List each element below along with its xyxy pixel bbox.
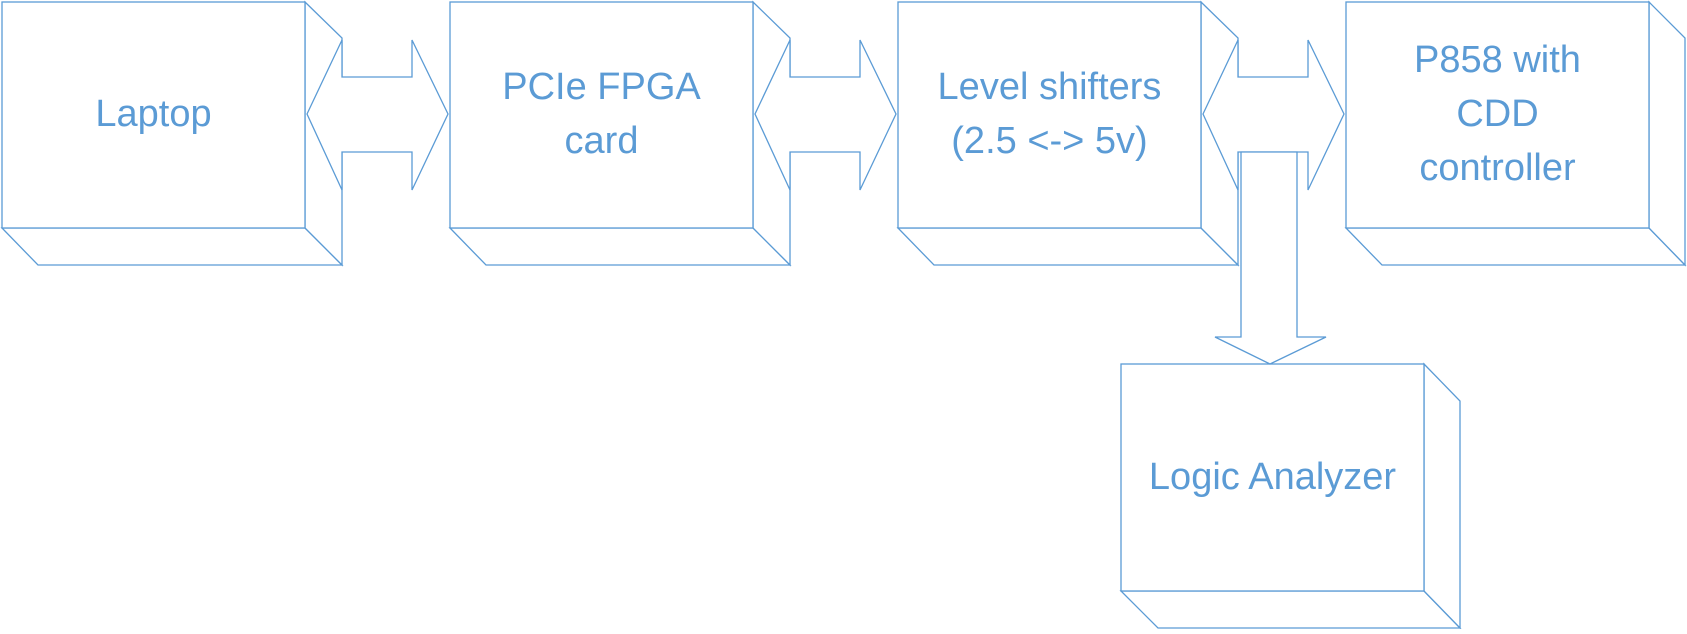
laptop-label-line: Laptop <box>95 93 212 136</box>
level-shifters-block-front-face <box>897 1 1202 229</box>
logic-analyzer-label: Logic Analyzer <box>1121 364 1424 591</box>
logic-analyzer-label-line: Logic Analyzer <box>1148 455 1397 498</box>
p858-label: P858 with CDD controller <box>1346 2 1649 228</box>
laptop-block <box>0 0 344 267</box>
fpga-card-block-front-face <box>449 1 754 229</box>
level-shifters-label: Level shifters (2.5 <-> 5v) <box>898 2 1201 228</box>
level-shifters-label-line-1: Level shifters <box>937 66 1162 109</box>
p858-block-front-face <box>1345 1 1650 229</box>
p858-label-line-3: controller <box>1419 146 1576 189</box>
fpga-card-label-line-2: card <box>564 120 639 162</box>
fpga-card-label: PCIe FPGA card <box>450 2 753 228</box>
laptop-fpga-double-arrow <box>306 39 449 191</box>
level-shifters-label-line-2: (2.5 <-> 5v) <box>951 120 1148 162</box>
p858-block <box>1344 0 1687 267</box>
p858-block-bottom-face <box>1344 227 1687 266</box>
fpga-card-block-bottom-face <box>448 227 792 266</box>
laptop-block-bottom-face <box>0 227 344 266</box>
p858-label-line-1: P858 with <box>1414 39 1581 82</box>
laptop-block-front-face <box>1 1 306 229</box>
p858-label-line-2: CDD <box>1456 93 1539 136</box>
shifters-p858-double-arrow <box>1202 39 1345 191</box>
logic-analyzer-block-bottom-face <box>1119 590 1462 629</box>
p858-block-side-face <box>1648 0 1686 267</box>
level-shifters-block-bottom-face <box>896 227 1240 266</box>
fpga-shifters-double-arrow <box>754 39 897 191</box>
logic-analyzer-block <box>1119 362 1462 630</box>
logic-analyzer-block-side-face <box>1423 362 1461 630</box>
logic-analyzer-block-front-face <box>1120 363 1425 592</box>
fpga-card-label-line-1: PCIe FPGA <box>502 66 701 109</box>
shifters-analyzer-down-arrow <box>1214 151 1327 365</box>
laptop-label: Laptop <box>2 2 305 228</box>
